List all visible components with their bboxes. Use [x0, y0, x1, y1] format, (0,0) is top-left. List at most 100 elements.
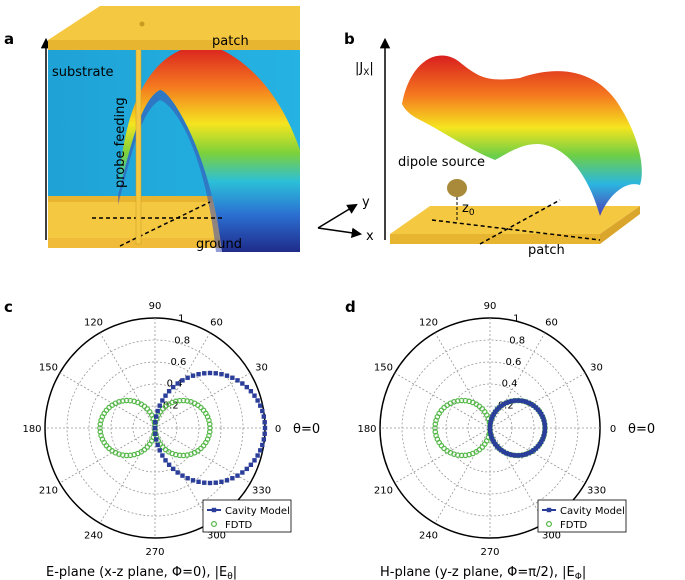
cavity-model-point [542, 422, 548, 428]
cavity-model-point [153, 431, 158, 436]
legend-cavity-label: Cavity Model [560, 506, 625, 517]
cavity-model-point [539, 412, 544, 417]
patch-base-b [390, 206, 640, 234]
cavity-model-point [185, 476, 190, 481]
angle-tick-label: 60 [545, 317, 558, 328]
cavity-model-point [153, 420, 158, 425]
cavity-model-point [255, 398, 260, 403]
cavity-model-point [252, 458, 257, 463]
cavity-model-point [496, 446, 502, 451]
cavity-model-point [213, 480, 218, 485]
label-z0: z0 [462, 201, 475, 218]
cavity-model-point [504, 400, 509, 406]
cavity-model-point [487, 425, 493, 431]
legend-fdtd-label: FDTD [560, 520, 588, 531]
current-arch-inner [118, 90, 222, 252]
cavity-model-point [196, 372, 201, 377]
angle-tick-label: 90 [149, 301, 162, 312]
cavity-model-point [542, 431, 547, 436]
angle-tick-label: 120 [419, 317, 438, 328]
angle-tick-label: 60 [210, 317, 223, 328]
cavity-model-point [540, 436, 545, 442]
cavity-model-point [504, 450, 509, 456]
label-dipole-source: dipole source [398, 155, 485, 170]
angle-tick-label: 180 [357, 424, 376, 435]
cavity-model-point [262, 420, 267, 425]
cavity-model-point [190, 478, 196, 483]
cavity-model-point [526, 450, 531, 456]
angle-tick-label: 0 [275, 424, 281, 435]
cavity-model-point [489, 434, 494, 439]
label-patch-a: patch [212, 34, 249, 49]
cavity-model-point [235, 378, 240, 383]
theta-zero-label: θ=0 [628, 422, 655, 437]
panel-b: b |JX| z0 dipole source patch [344, 30, 642, 258]
cavity-model-point [163, 458, 168, 463]
cavity-model-point [491, 412, 496, 417]
patch-b-dash-y [479, 199, 561, 245]
cavity-model-point [521, 452, 526, 458]
angle-tick-label: 150 [374, 363, 393, 374]
cavity-model-point [207, 480, 213, 486]
cavity-model-point [542, 425, 548, 431]
caption-c: E-plane (x-z plane, Φ=0), |Eθ| [46, 565, 237, 580]
cavity-model-point [170, 384, 176, 390]
cavity-model-point [230, 375, 235, 380]
legend-fdtd-marker [211, 520, 218, 527]
cavity-model-point [518, 453, 523, 458]
panel-d: d 03060901201501802102402703003300.20.40… [345, 298, 655, 580]
cavity-model-point [260, 408, 265, 414]
cavity-model-point [244, 384, 250, 390]
cavity-model-point [537, 441, 542, 447]
cavity-model-point [235, 473, 240, 478]
polar-plot-c: 03060901201501802102402703003300.20.40.6… [22, 301, 320, 558]
cavity-model-point [248, 388, 254, 394]
probe-dot [139, 21, 145, 27]
legend-fdtd-marker [545, 520, 552, 527]
cavity-model-point [202, 371, 207, 376]
cavity-model-point [509, 452, 514, 458]
legend-cavity-marker [211, 507, 217, 513]
cavity-model-point [512, 398, 517, 403]
cavity-model-point [185, 375, 190, 380]
cavity-model-point [542, 420, 547, 425]
label-patch-b: patch [528, 243, 565, 258]
cavity-model-point [261, 414, 266, 419]
cavity-model-point [512, 453, 517, 458]
patch-base-b-edge [390, 234, 600, 244]
cavity-model-point [523, 399, 529, 405]
cavity-model-point [501, 449, 506, 455]
cavity-model-point [224, 373, 230, 378]
panel-c-letter: c [4, 298, 13, 316]
cavity-model-point [163, 393, 168, 398]
cavity-model-point [518, 398, 523, 403]
cavity-model-point [499, 403, 504, 408]
angle-tick-label: 270 [480, 547, 499, 558]
cavity-model-point [488, 420, 493, 425]
angle-tick-label: 330 [252, 486, 271, 497]
cavity-model-point [493, 441, 498, 447]
cavity-model-point [490, 436, 495, 442]
label-ground: ground [196, 237, 242, 252]
radial-tick-label: 1 [178, 314, 184, 325]
cavity-model-point [240, 470, 245, 475]
cavity-model-point [509, 398, 514, 404]
current-arch [118, 45, 300, 252]
radial-tick-label: 0.6 [505, 357, 521, 368]
label-probe-feeding: probe feeding [113, 97, 128, 188]
angle-tick-label: 120 [84, 317, 103, 328]
cavity-model-point [207, 370, 213, 376]
cavity-model-point [523, 451, 529, 457]
cavity-model-point [252, 393, 257, 398]
cavity-model-point [180, 473, 185, 478]
cavity-model-point [154, 437, 159, 442]
cavity-model-point [160, 453, 165, 458]
cavity-model-point [515, 398, 520, 403]
cavity-model-point [526, 400, 531, 406]
cavity-model-point [258, 448, 263, 453]
angle-tick-label: 30 [255, 363, 268, 374]
cavity-model-point [541, 417, 546, 422]
cavity-model-point [499, 448, 504, 453]
cavity-model-point [202, 480, 207, 485]
